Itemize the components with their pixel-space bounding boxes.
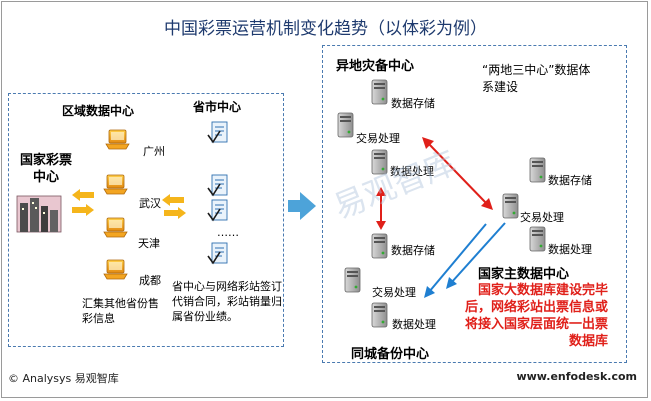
- label-transaction: 交易处理: [520, 211, 564, 224]
- server-icon: [529, 157, 546, 183]
- document-icon: [207, 242, 228, 264]
- building-icon: [16, 195, 62, 233]
- two-site-three-center-title: “两地三中心”数据体系建设: [482, 63, 591, 94]
- document-icon: [207, 199, 228, 221]
- disaster-center-label: 异地灾备中心: [336, 59, 415, 74]
- red-arrow-vertical: [376, 187, 386, 230]
- laptop-icon: [103, 174, 128, 195]
- footer-copyright: © Analysys 易观智库: [8, 372, 119, 385]
- label-data-processing: 数据处理: [548, 243, 592, 256]
- provincial-note: 省中心与网络彩站签订代销合同，彩站销量归属省份业绩。: [172, 280, 282, 323]
- document-icon: [207, 121, 228, 143]
- city-label-chengdu: 成都: [139, 274, 161, 287]
- right-panel-box: [322, 45, 627, 363]
- city-label-wuhan: 武汉: [139, 197, 161, 210]
- label-data-storage: 数据存储: [391, 244, 435, 257]
- label-data-processing: 数据处理: [392, 318, 436, 331]
- laptop-icon: [103, 217, 128, 238]
- red-arrow-disaster-main: [422, 137, 493, 210]
- server-icon: [502, 193, 519, 219]
- provincial-center-label: 省市中心: [193, 100, 242, 114]
- footer-website: www.enfodesk.com: [516, 370, 637, 383]
- national-lottery-center-label: 国家彩票中心: [19, 153, 72, 185]
- laptop-icon: [103, 259, 128, 280]
- label-transaction: 交易处理: [372, 286, 416, 299]
- orange-arrow-left: [72, 189, 94, 216]
- big-right-arrow: [288, 192, 316, 220]
- left-panel-box: [8, 93, 284, 347]
- server-icon: [371, 79, 388, 105]
- server-icon: [344, 267, 361, 293]
- label-data-storage: 数据存储: [548, 174, 592, 187]
- blue-arrow-main-backup: [424, 222, 506, 298]
- label-data-processing: 数据处理: [390, 165, 434, 178]
- city-label-tianjin: 天津: [138, 237, 160, 250]
- page-title: 中国彩票运营机制变化趋势（以体彩为例）: [164, 19, 487, 39]
- national-main-center-label: 国家主数据中心: [478, 267, 570, 282]
- ellipsis-label: ……: [217, 226, 239, 239]
- server-icon: [371, 302, 388, 328]
- orange-arrow-right: [162, 194, 186, 219]
- red-note: 国家大数据库建设完毕后，网络彩站出票信息或将接入国家层面统一出票数据库: [464, 283, 608, 349]
- same-city-backup-label: 同城备份中心: [351, 347, 430, 362]
- document-icon: [207, 174, 228, 196]
- label-data-storage: 数据存储: [391, 97, 435, 110]
- server-icon: [529, 226, 546, 252]
- laptop-icon: [105, 129, 130, 150]
- regional-center-label: 区域数据中心: [62, 104, 135, 118]
- server-icon: [371, 233, 388, 259]
- city-label-guangzhou: 广州: [143, 145, 165, 158]
- server-icon: [337, 112, 354, 138]
- label-transaction: 交易处理: [356, 132, 400, 145]
- summary-note: 汇集其他省份售彩信息: [82, 297, 159, 325]
